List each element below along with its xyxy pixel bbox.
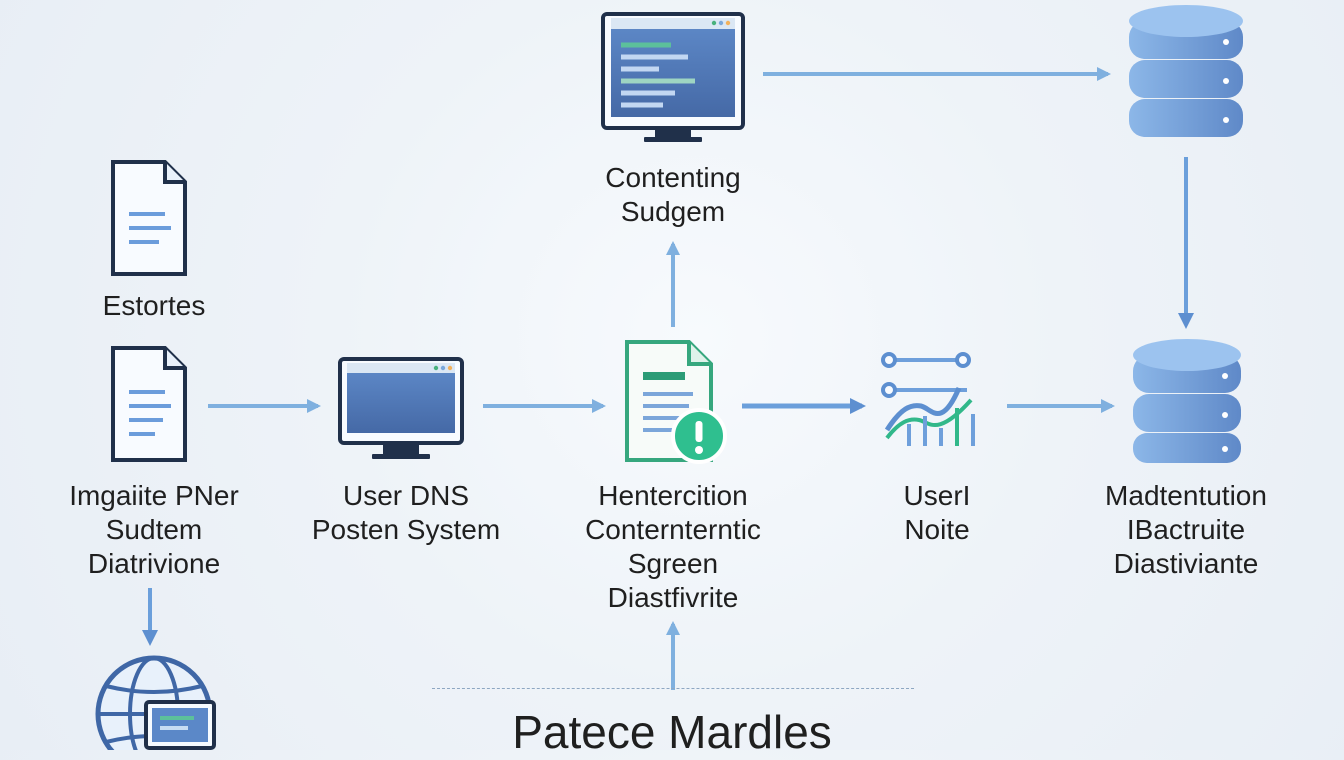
globe-monitor-icon [95, 655, 216, 750]
analytics-icon [881, 352, 975, 446]
label-line: Hentercition [598, 480, 748, 511]
document-alert-icon [625, 340, 727, 464]
footer-title: Patece Mardles [512, 706, 832, 758]
node-label-useri: UserI Noite [904, 479, 971, 547]
document-icon [111, 160, 187, 276]
monitor-code-icon [601, 12, 745, 142]
label-line: Sudgem [620, 196, 726, 227]
label-line: Sgreen [627, 548, 719, 579]
database-icon [1129, 5, 1243, 137]
node-label-contenting: Contenting Sudgem [605, 161, 740, 229]
node-label-madtentution: Madtentution IBactruite Diastiviante [1105, 479, 1267, 581]
label-line: Imgaiite PNer [69, 480, 239, 511]
node-label-hentercition: Hentercition Conternterntic Sgreen Diast… [585, 479, 761, 615]
label-line: UserI [903, 480, 971, 511]
label-line: User DNS [342, 480, 469, 511]
label-line: Estortes [102, 290, 206, 321]
label-line: IBactruite [1126, 514, 1246, 545]
label-line: Madtentution [1105, 480, 1267, 511]
node-label-user-dns: User DNS Posten System [312, 479, 500, 547]
label-line: Diatrivione [87, 548, 221, 579]
label-line: Contenting [605, 162, 741, 193]
footer-divider [432, 688, 914, 689]
label-line: Diastiviante [1113, 548, 1259, 579]
label-line: Conternterntic [585, 514, 761, 545]
label-line: Posten System [311, 514, 501, 545]
database-icon [1133, 339, 1241, 463]
monitor-icon [338, 357, 464, 459]
label-line: Diastfivrite [607, 582, 739, 613]
node-label-imgaiite: Imgaiite PNer Sudtem Diatrivione [69, 479, 239, 581]
document-icon [111, 346, 187, 462]
label-line: Noite [904, 514, 970, 545]
node-label-estortes: Estortes [103, 289, 206, 323]
label-line: Sudtem [105, 514, 203, 545]
